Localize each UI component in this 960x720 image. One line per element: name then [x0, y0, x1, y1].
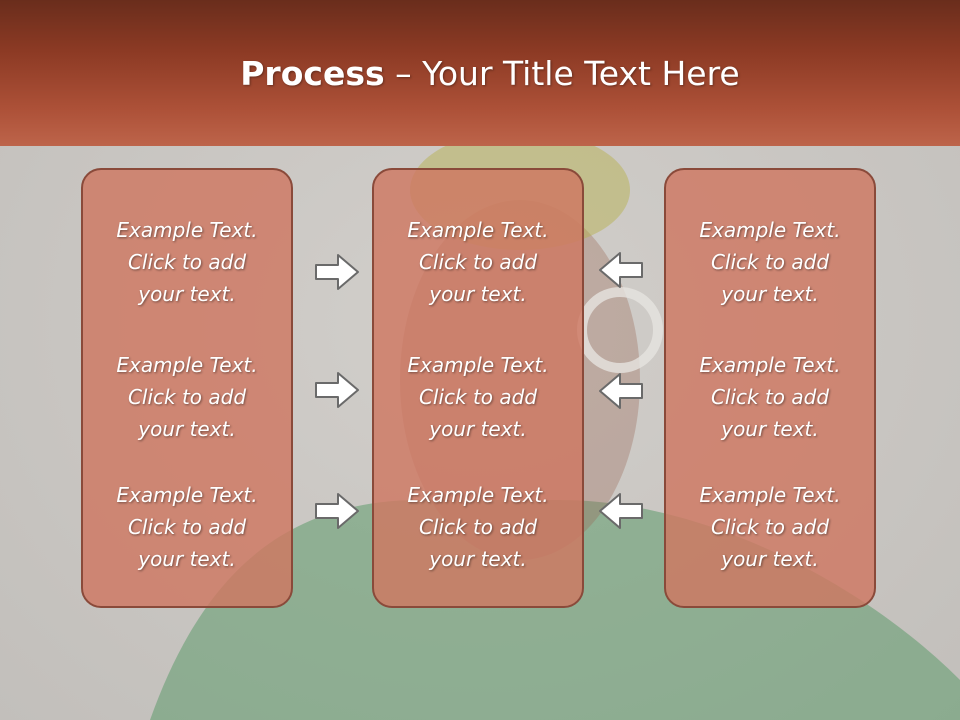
text-line: your text.	[429, 547, 527, 571]
text-line: your text.	[429, 282, 527, 306]
text-line: your text.	[429, 417, 527, 441]
text-line: Example Text.	[116, 353, 258, 377]
arrow-right-icon	[314, 252, 360, 292]
text-line: Click to add	[710, 250, 830, 274]
process-box-center[interactable]: Example Text. Click to add your text. Ex…	[372, 168, 584, 608]
arrow-right-icon	[314, 491, 360, 531]
arrow-left-icon	[598, 371, 644, 411]
text-block[interactable]: Example Text. Click to add your text.	[666, 479, 874, 575]
text-line: Click to add	[418, 385, 538, 409]
text-block[interactable]: Example Text. Click to add your text.	[374, 349, 582, 445]
process-box-right[interactable]: Example Text. Click to add your text. Ex…	[664, 168, 876, 608]
text-line: your text.	[138, 282, 236, 306]
text-block[interactable]: Example Text. Click to add your text.	[83, 349, 291, 445]
slide-title[interactable]: Process – Your Title Text Here	[0, 52, 960, 96]
text-line: Example Text.	[699, 218, 841, 242]
text-line: Example Text.	[407, 483, 549, 507]
title-bold: Process	[240, 54, 385, 93]
arrow-left-icon	[598, 491, 644, 531]
text-line: Click to add	[418, 515, 538, 539]
arrow-right-icon	[314, 370, 360, 410]
text-line: Example Text.	[699, 353, 841, 377]
text-line: Click to add	[127, 250, 247, 274]
process-box-left[interactable]: Example Text. Click to add your text. Ex…	[81, 168, 293, 608]
text-line: your text.	[721, 417, 819, 441]
text-line: Click to add	[127, 515, 247, 539]
text-line: Example Text.	[407, 218, 549, 242]
text-line: your text.	[721, 282, 819, 306]
text-block[interactable]: Example Text. Click to add your text.	[374, 214, 582, 310]
title-rest: – Your Title Text Here	[384, 54, 740, 93]
text-line: Example Text.	[407, 353, 549, 377]
text-line: Click to add	[710, 385, 830, 409]
text-line: Click to add	[710, 515, 830, 539]
text-line: Example Text.	[116, 218, 258, 242]
text-block[interactable]: Example Text. Click to add your text.	[83, 214, 291, 310]
title-bar	[0, 0, 960, 146]
arrow-left-icon	[598, 250, 644, 290]
text-block[interactable]: Example Text. Click to add your text.	[83, 479, 291, 575]
text-line: Example Text.	[699, 483, 841, 507]
text-line: Click to add	[127, 385, 247, 409]
text-line: your text.	[138, 547, 236, 571]
text-line: your text.	[138, 417, 236, 441]
text-line: Example Text.	[116, 483, 258, 507]
text-block[interactable]: Example Text. Click to add your text.	[666, 349, 874, 445]
text-line: your text.	[721, 547, 819, 571]
text-block[interactable]: Example Text. Click to add your text.	[374, 479, 582, 575]
text-line: Click to add	[418, 250, 538, 274]
text-block[interactable]: Example Text. Click to add your text.	[666, 214, 874, 310]
